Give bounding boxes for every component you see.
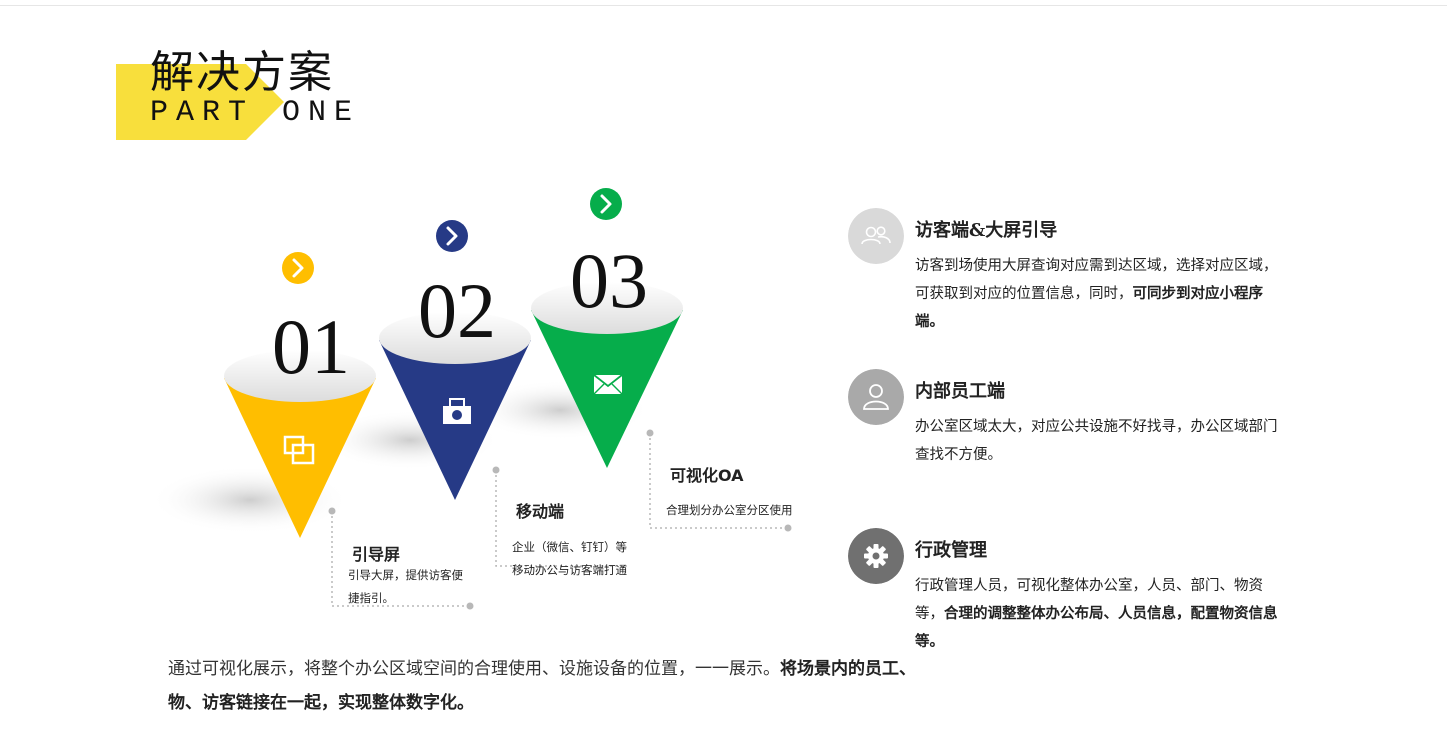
cone-2-label: 移动端: [516, 502, 565, 521]
title-flag: [116, 64, 284, 140]
top-divider: [0, 0, 1447, 6]
envelope-icon: [593, 374, 623, 395]
summary-bold: 将场景内的员工、物、访客链接在一起，实现整体数字化。: [168, 659, 916, 713]
page-subtitle: PART ONE: [150, 96, 360, 130]
cone-2-number: 02: [418, 267, 496, 354]
summary-paragraph: 通过可视化展示，将整个办公区域空间的合理使用、设施设备的位置，一一展示。将场景内…: [168, 652, 918, 720]
feature-admin-text-bold: 合理的调整整体办公布局、人员信息，配置物资信息等。: [915, 606, 1278, 650]
cone-2-desc-line1: 企业（微信、钉钉）等: [512, 540, 627, 554]
feature-visitor-text: 访客到场使用大屏查询对应需到达区域，选择对应区域，可获取到对应的位置信息，同时，…: [915, 252, 1287, 336]
cone-1-top: [224, 350, 376, 402]
cone-2-desc: 企业（微信、钉钉）等 移动办公与访客端打通: [512, 536, 627, 582]
feature-visitor: 访客端&大屏引导 访客到场使用大屏查询对应需到达区域，选择对应区域，可获取到对应…: [848, 208, 1288, 338]
feature-staff-text: 办公室区域太大，对应公共设施不好找寻，办公区域部门查找不方便。: [915, 413, 1287, 469]
feature-admin-text: 行政管理人员，可视化整体办公室，人员、部门、物资等，合理的调整整体办公布局、人员…: [915, 572, 1287, 656]
cone-3-top: [531, 282, 683, 334]
cone-2-arrow-badge: [436, 220, 468, 252]
cone-3-connector: [649, 433, 788, 529]
feature-visitor-title: 访客端&大屏引导: [915, 220, 1058, 241]
cone-1-label: 引导屏: [352, 545, 401, 564]
cone-3-arrow-badge: [590, 188, 622, 220]
cone-3-number: 03: [570, 237, 648, 324]
cone-1-desc-line2: 捷指引。: [348, 591, 394, 605]
feature-staff: 内部员工端 办公室区域太大，对应公共设施不好找寻，办公区域部门查找不方便。: [848, 369, 1288, 479]
part-word: PART: [150, 96, 255, 130]
user-icon: [848, 369, 904, 425]
camera-icon: [443, 398, 471, 424]
summary-normal: 通过可视化展示，将整个办公区域空间的合理使用、设施设备的位置，一一展示。: [168, 659, 780, 679]
feature-admin-title: 行政管理: [915, 540, 987, 561]
feature-staff-text-normal: 办公室区域太大，对应公共设施不好找寻，办公区域部门查找不方便。: [915, 419, 1278, 463]
cone-2-top: [379, 312, 531, 364]
pictures-icon: [283, 435, 315, 465]
people-icon: [848, 208, 904, 264]
cone-3-desc: 合理划分办公室分区使用: [666, 499, 793, 522]
feature-visitor-text-normal: 访客到场使用大屏查询对应需到达区域，选择对应区域，可获取到对应的位置信息，同时，: [915, 258, 1278, 302]
feature-visitor-text-bold: 可同步到对应小程序端。: [915, 286, 1263, 330]
feature-admin: 行政管理 行政管理人员，可视化整体办公室，人员、部门、物资等，合理的调整整体办公…: [848, 528, 1288, 658]
cone-1-desc-line1: 引导大屏，提供访客便: [348, 568, 463, 582]
cone-1-number: 01: [272, 303, 350, 390]
feature-staff-title: 内部员工端: [915, 381, 1005, 402]
feature-admin-text-normal: 行政管理人员，可视化整体办公室，人员、部门、物资等，: [915, 578, 1263, 622]
cone-1-desc: 引导大屏，提供访客便 捷指引。: [348, 564, 463, 610]
cone-2-connector: [495, 470, 630, 567]
page-title: 解决方案: [150, 47, 334, 98]
cone-1-connector: [331, 511, 470, 607]
cone-3-label: 可视化OA: [670, 466, 744, 485]
cone-1: [224, 378, 376, 538]
cone-2-desc-line2: 移动办公与访客端打通: [512, 563, 627, 577]
cone-3-desc-line1: 合理划分办公室分区使用: [666, 503, 793, 517]
one-word: ONE: [282, 96, 361, 130]
gear-icon: [848, 528, 904, 584]
cone-1-arrow-badge: [282, 252, 314, 284]
